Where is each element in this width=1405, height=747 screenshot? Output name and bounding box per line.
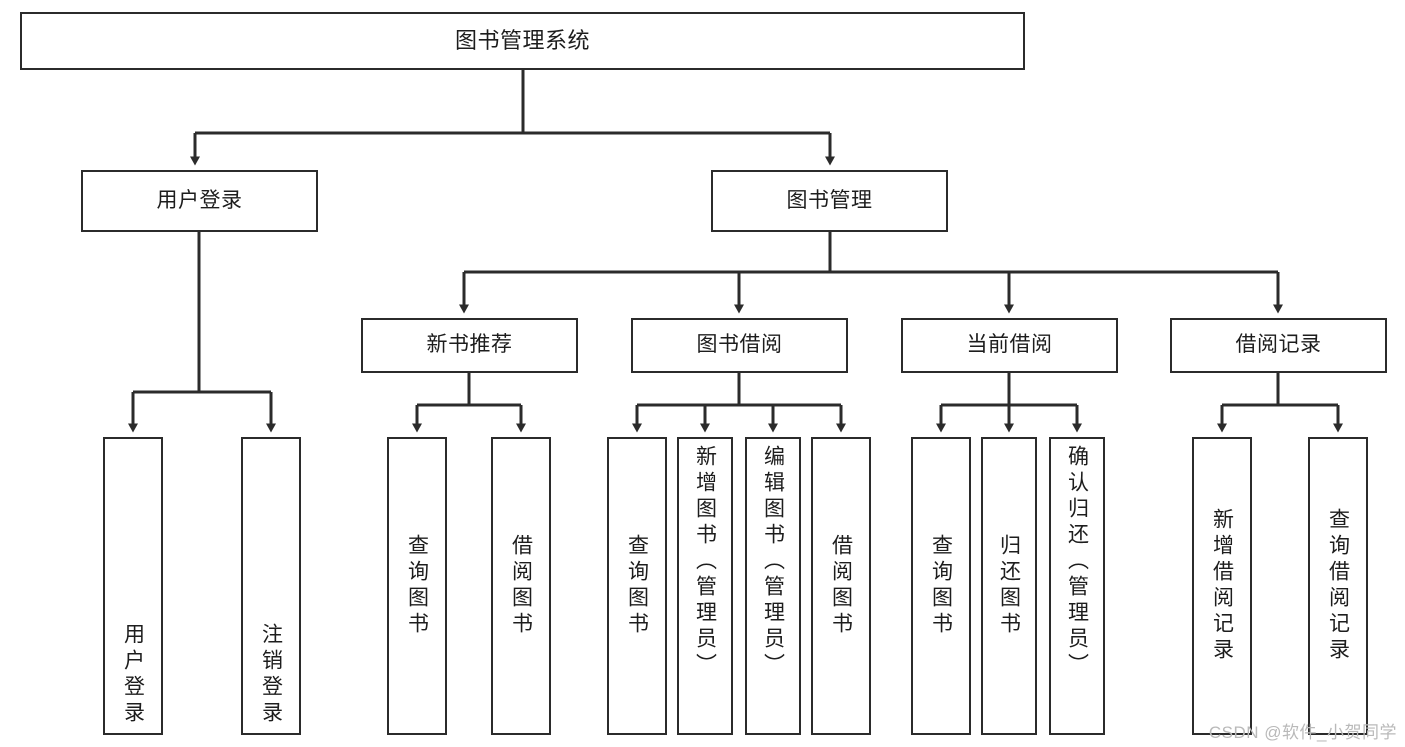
node-leaf-edit-book-label: 编辑图书（管理员） <box>761 445 785 679</box>
node-leaf-query-book-2-label: 查询图书 <box>625 534 649 638</box>
node-leaf-edit-book[interactable]: 编辑图书（管理员） <box>745 437 801 735</box>
node-leaf-return-book[interactable]: 归还图书 <box>981 437 1037 735</box>
node-leaf-query-record[interactable]: 查询借阅记录 <box>1308 437 1368 735</box>
node-root-label: 图书管理系统 <box>454 28 590 54</box>
node-leaf-user-login[interactable]: 用户登录 <box>103 437 163 735</box>
node-leaf-return-book-label: 归还图书 <box>997 534 1021 638</box>
node-leaf-user-login-label: 用户登录 <box>121 623 145 727</box>
node-leaf-query-book-3-label: 查询图书 <box>929 534 953 638</box>
node-leaf-query-record-label: 查询借阅记录 <box>1326 508 1350 664</box>
node-new-book-recommendation-label: 新书推荐 <box>426 333 513 357</box>
node-leaf-query-book-2[interactable]: 查询图书 <box>607 437 667 735</box>
node-book-borrow-label: 图书借阅 <box>696 333 783 357</box>
node-book-manage-label: 图书管理 <box>786 188 873 212</box>
node-book-manage[interactable]: 图书管理 <box>711 170 948 232</box>
node-leaf-add-book[interactable]: 新增图书（管理员） <box>677 437 733 735</box>
node-leaf-query-book-1[interactable]: 查询图书 <box>387 437 447 735</box>
node-leaf-borrow-book-1[interactable]: 借阅图书 <box>491 437 551 735</box>
node-leaf-add-record[interactable]: 新增借阅记录 <box>1192 437 1252 735</box>
node-borrow-record[interactable]: 借阅记录 <box>1170 318 1387 373</box>
node-leaf-query-book-1-label: 查询图书 <box>405 534 429 638</box>
node-leaf-confirm-return-label: 确认归还（管理员） <box>1065 445 1089 679</box>
node-leaf-confirm-return[interactable]: 确认归还（管理员） <box>1049 437 1105 735</box>
node-leaf-add-book-label: 新增图书（管理员） <box>693 445 717 679</box>
node-leaf-add-record-label: 新增借阅记录 <box>1210 508 1234 664</box>
node-current-borrow-label: 当前借阅 <box>966 333 1053 357</box>
csdn-watermark: CSDN @软件_小贺同学 <box>1208 723 1397 742</box>
node-user-login-label: 用户登录 <box>156 188 243 212</box>
node-leaf-borrow-book-2[interactable]: 借阅图书 <box>811 437 871 735</box>
node-new-book-recommendation[interactable]: 新书推荐 <box>361 318 578 373</box>
node-leaf-logout[interactable]: 注销登录 <box>241 437 301 735</box>
node-leaf-query-book-3[interactable]: 查询图书 <box>911 437 971 735</box>
node-root[interactable]: 图书管理系统 <box>20 12 1025 70</box>
node-leaf-borrow-book-1-label: 借阅图书 <box>509 534 533 638</box>
node-leaf-borrow-book-2-label: 借阅图书 <box>829 534 853 638</box>
node-borrow-record-label: 借阅记录 <box>1235 333 1322 357</box>
node-leaf-logout-label: 注销登录 <box>259 623 283 727</box>
node-current-borrow[interactable]: 当前借阅 <box>901 318 1118 373</box>
node-user-login[interactable]: 用户登录 <box>81 170 318 232</box>
node-book-borrow[interactable]: 图书借阅 <box>631 318 848 373</box>
